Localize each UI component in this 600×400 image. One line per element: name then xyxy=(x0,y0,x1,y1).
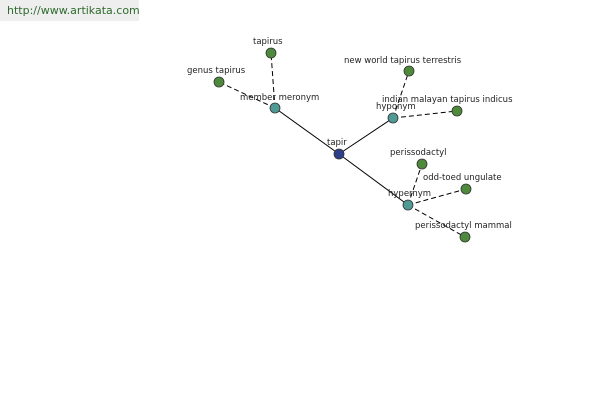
label-tapirus[interactable]: tapirus xyxy=(253,37,283,47)
edge-hypernym-odd-toed-ungulate xyxy=(407,188,467,206)
edge-member-meronym-tapirus xyxy=(270,52,276,109)
label-hypernym[interactable]: hypernym xyxy=(388,189,431,199)
node-indian-malayan-tapirus-indicus[interactable] xyxy=(451,105,463,117)
node-member-meronym[interactable] xyxy=(269,102,281,114)
edge-hyponym-indian-malayan-tapirus-indicus xyxy=(392,110,458,119)
node-new-world-tapirus-terrestris[interactable] xyxy=(403,65,415,77)
label-perissodactyl-mammal[interactable]: perissodactyl mammal xyxy=(415,221,512,231)
label-hyponym[interactable]: hyponym xyxy=(376,102,416,112)
node-tapirus[interactable] xyxy=(265,47,277,59)
label-member-meronym[interactable]: member meronym xyxy=(240,93,319,103)
label-perissodactyl[interactable]: perissodactyl xyxy=(390,148,447,158)
watermark-url[interactable]: http://www.artikata.com xyxy=(0,0,140,21)
label-tapir[interactable]: tapir xyxy=(327,138,347,148)
edge-tapir-hyponym xyxy=(338,117,394,155)
labels-layer: tapir tapirus genus tapirus member meronym n… xyxy=(187,37,513,231)
label-indian-malayan-tapirus-indicus[interactable]: indian malayan tapirus indicus xyxy=(382,95,513,105)
edge-hyponym-new-world-tapirus-terrestris xyxy=(392,70,410,119)
edge-hypernym-perissodactyl xyxy=(407,163,423,206)
edge-hypernym-perissodactyl-mammal xyxy=(407,204,466,238)
label-new-world-tapirus-terrestris[interactable]: new world tapirus terrestris xyxy=(344,56,462,66)
label-genus-tapirus[interactable]: genus tapirus xyxy=(187,66,246,76)
node-odd-toed-ungulate[interactable] xyxy=(460,183,472,195)
label-odd-toed-ungulate[interactable]: odd-toed ungulate xyxy=(423,173,502,183)
node-hyponym[interactable] xyxy=(387,112,399,124)
edges-layer xyxy=(218,52,467,238)
node-tapir[interactable] xyxy=(333,148,345,160)
node-perissodactyl-mammal[interactable] xyxy=(459,231,471,243)
edge-tapir-hypernym xyxy=(338,153,409,206)
nodes-layer xyxy=(213,47,472,243)
edge-member-meronym-genus-tapirus xyxy=(218,81,276,109)
node-hypernym[interactable] xyxy=(402,199,414,211)
edge-tapir-member-meronym xyxy=(274,107,340,155)
node-perissodactyl[interactable] xyxy=(416,158,428,170)
node-genus-tapirus[interactable] xyxy=(213,76,225,88)
